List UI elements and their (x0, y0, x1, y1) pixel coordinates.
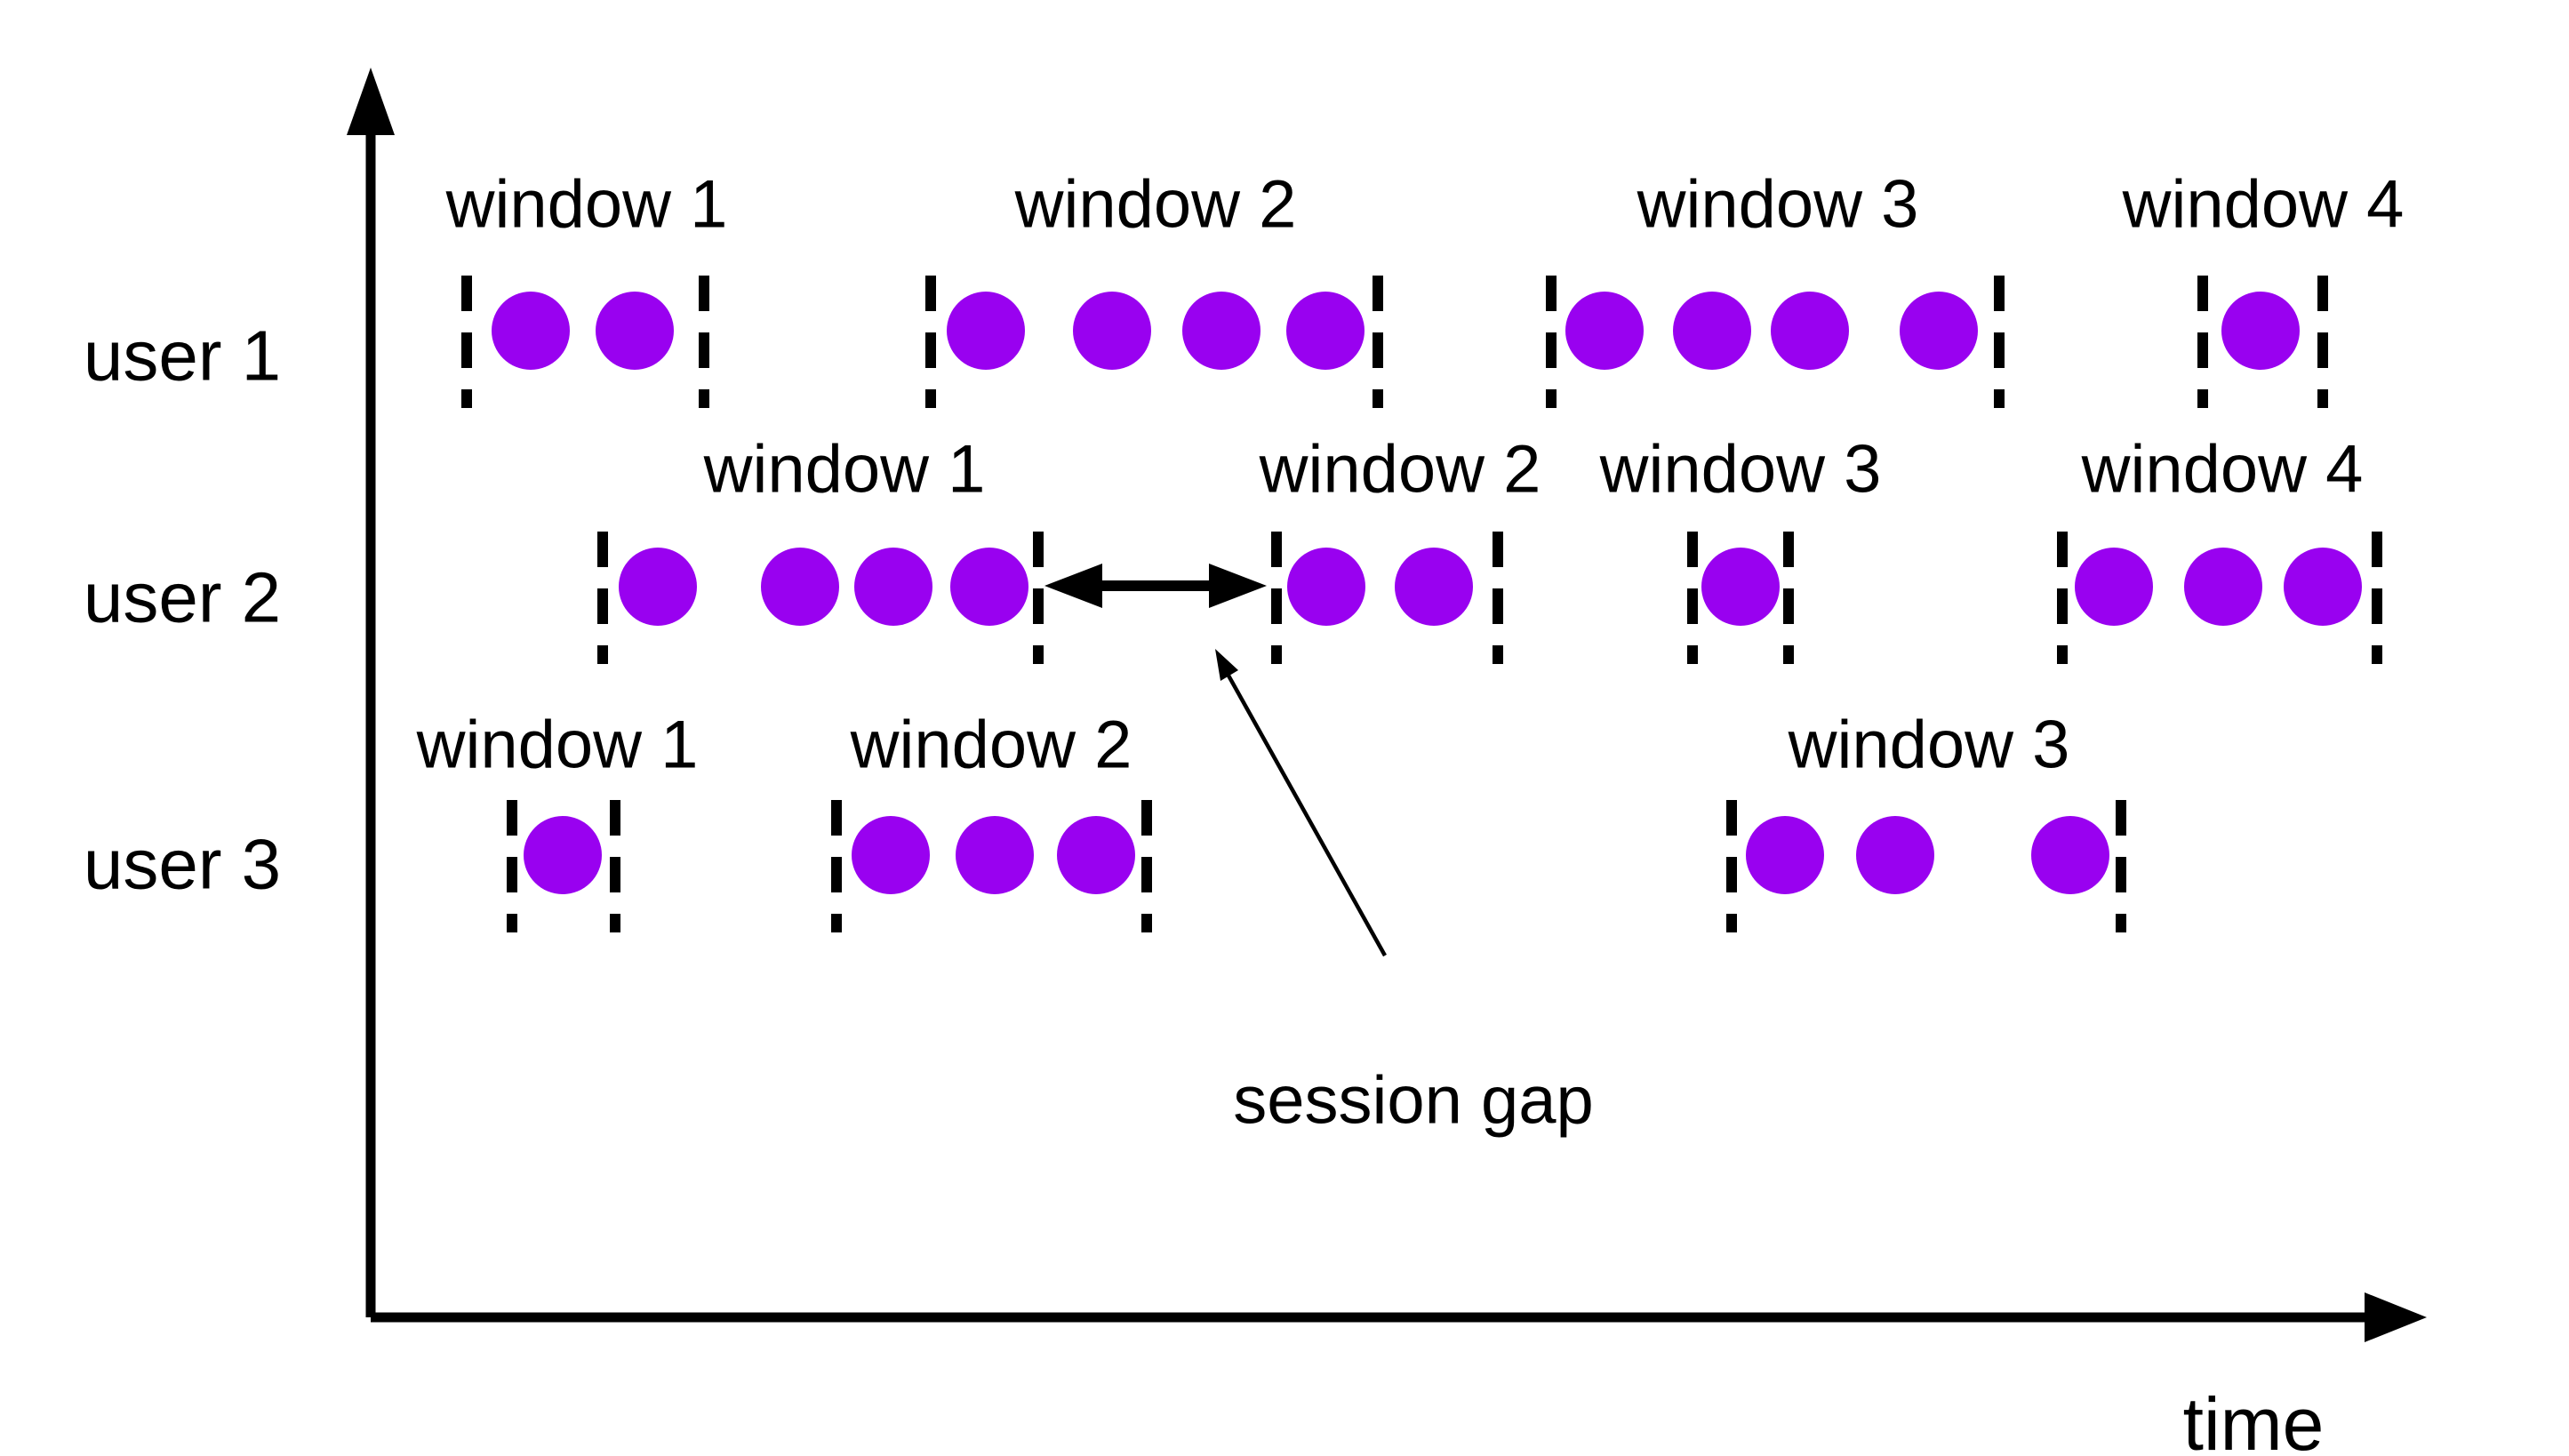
event-dot (1565, 292, 1644, 370)
user3-window2-label: window 2 (850, 708, 1132, 783)
user2-window2-label: window 2 (1259, 432, 1541, 508)
user1-event-dots (492, 292, 2300, 370)
x-axis-arrowhead-icon (2365, 1292, 2427, 1342)
event-dot (2184, 548, 2262, 626)
event-dot (1182, 292, 1260, 370)
user-1-label: user 1 (84, 316, 281, 396)
user-3-label: user 3 (84, 825, 281, 904)
gap-arrow-right-head-icon (1209, 564, 1267, 608)
user1-window3-label: window 3 (1637, 167, 1919, 243)
user2-window-boundaries (597, 532, 2382, 664)
user3-event-dots (524, 816, 2109, 894)
event-dot (1057, 816, 1135, 894)
event-dot (524, 816, 602, 894)
user1-window2-label: window 2 (1014, 167, 1297, 243)
event-dot (2284, 548, 2362, 626)
event-dot (1073, 292, 1151, 370)
user2-window4-label: window 4 (2081, 432, 2364, 508)
annotation-pointer-head-icon (1215, 649, 1238, 681)
event-dot (619, 548, 697, 626)
gap-arrow-left-head-icon (1044, 564, 1102, 608)
user-row-1: user 1 window 1 window 2 window 3 window… (84, 167, 2405, 408)
user3-window-boundaries (507, 800, 2126, 932)
annotation-pointer-line (1227, 674, 1387, 957)
event-dot (854, 548, 932, 626)
event-dot (492, 292, 570, 370)
event-dot (1701, 548, 1780, 626)
user1-window1-label: window 1 (445, 167, 728, 243)
x-axis: time (371, 1292, 2427, 1456)
event-dot (2221, 292, 2300, 370)
event-dot (2031, 816, 2109, 894)
event-dot (852, 816, 930, 894)
user1-window-boundaries (461, 276, 2328, 408)
event-dot (947, 292, 1025, 370)
y-axis (347, 68, 395, 1317)
event-dot (2075, 548, 2153, 626)
x-axis-label: time (2183, 1382, 2325, 1456)
event-dot (1771, 292, 1849, 370)
event-dot (1395, 548, 1473, 626)
user1-window4-label: window 4 (2122, 167, 2405, 243)
event-dot (950, 548, 1028, 626)
user-row-2: user 2 window 1 window 2 window 3 window… (84, 432, 2382, 664)
event-dot (596, 292, 674, 370)
user-row-3: user 3 window 1 window 2 window 3 (84, 708, 2126, 932)
event-dot (761, 548, 839, 626)
session-gap-label: session gap (1233, 1063, 1594, 1139)
user3-window3-label: window 3 (1788, 708, 2070, 783)
user-2-label: user 2 (84, 558, 281, 637)
user3-window1-label: window 1 (416, 708, 699, 783)
event-dot (1746, 816, 1824, 894)
user2-window1-label: window 1 (703, 432, 986, 508)
event-dot (1286, 292, 1365, 370)
event-dot (1287, 548, 1365, 626)
event-dot (1900, 292, 1978, 370)
session-gap-annotation: session gap (1044, 564, 1594, 1139)
y-axis-arrowhead-icon (347, 68, 395, 135)
event-dot (1673, 292, 1751, 370)
user2-window3-label: window 3 (1599, 432, 1882, 508)
event-dot (1856, 816, 1934, 894)
event-dot (956, 816, 1034, 894)
user2-event-dots (619, 548, 2362, 626)
